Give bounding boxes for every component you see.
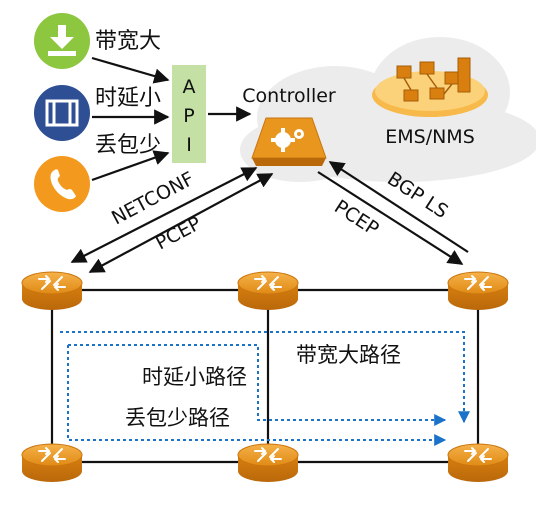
download-icon: [48, 25, 76, 56]
api-letter-a: A: [183, 76, 196, 98]
router-top-left: [21, 271, 83, 311]
api-letter-p: P: [183, 105, 194, 127]
api-box: A P I: [172, 65, 206, 163]
pcep-left-label: PCEP: [152, 212, 205, 254]
app-bandwidth-label: 带宽大: [95, 29, 161, 54]
loss-path-label: 丢包少路径: [125, 406, 230, 430]
bandwidth-path-line: [60, 331, 470, 424]
latency-path-label: 时延小路径: [142, 365, 247, 389]
app-to-api-arrows: [91, 56, 170, 182]
loss-path-line: [67, 345, 447, 446]
app-bandwidth: [34, 13, 90, 69]
app-latency: [34, 85, 90, 141]
api-letter-i: I: [186, 134, 192, 156]
app-latency-label: 时延小: [95, 86, 161, 111]
router-bottom-middle: [237, 443, 299, 483]
network-links: [50, 288, 480, 464]
pcep-right-label: PCEP: [330, 196, 382, 241]
app-loss: [34, 156, 90, 212]
bandwidth-path-label: 带宽大路径: [296, 343, 401, 367]
router-top-right: [447, 271, 509, 311]
phone-icon: [50, 169, 76, 200]
ems-nms-label: EMS/NMS: [385, 126, 475, 148]
control-plane-arrows: [70, 161, 469, 273]
gear-icon: [271, 128, 304, 152]
ems-nms-icon: [372, 57, 488, 117]
film-icon: [45, 99, 79, 127]
service-paths: [60, 331, 470, 446]
controller-label: Controller: [242, 85, 336, 107]
router-top-middle: [237, 271, 299, 311]
router-bottom-left: [21, 443, 83, 483]
controller-icon: [251, 117, 327, 166]
router-bottom-right: [447, 443, 509, 483]
app-loss-label: 丢包少: [95, 133, 161, 158]
